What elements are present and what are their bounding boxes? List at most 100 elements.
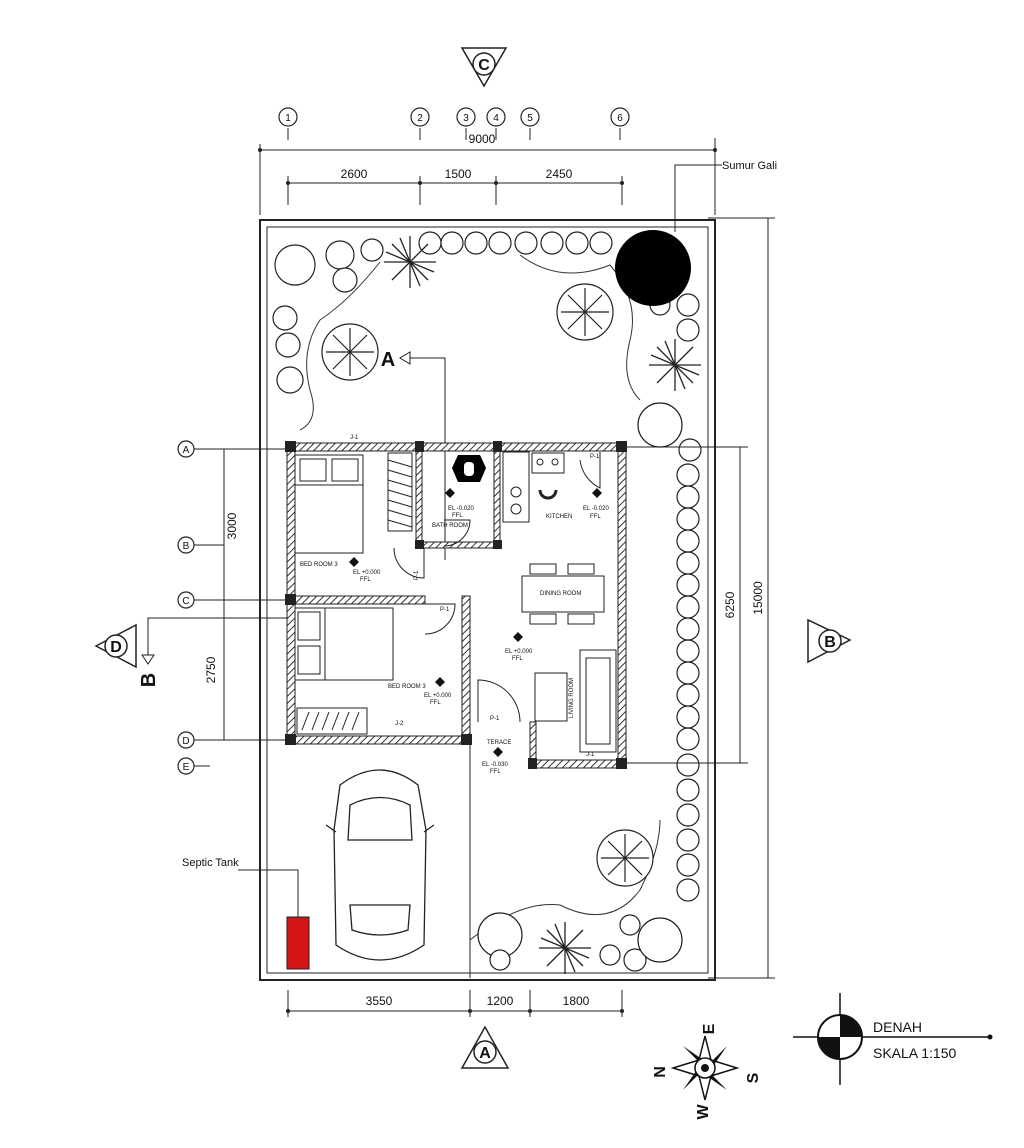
- svg-text:4: 4: [493, 113, 499, 124]
- room-bed2-name: BED ROOM 3: [388, 684, 426, 690]
- grid-bubble-4: 4: [486, 107, 506, 127]
- svg-text:D: D: [182, 736, 189, 747]
- dim-left-1: 3000: [225, 512, 239, 539]
- doors: [393, 452, 601, 723]
- dim-top-1: 2600: [341, 167, 368, 181]
- grid-bubble-e: E: [177, 757, 195, 775]
- room-bath-name: BATH ROOM: [432, 523, 468, 529]
- tag-p1-hall: P-1: [414, 570, 420, 580]
- room-center-level: EL +0.000: [505, 649, 533, 655]
- svg-text:A: A: [381, 349, 395, 371]
- compass-w: W: [695, 1104, 712, 1120]
- room-bed1-level: EL +0.000: [353, 570, 381, 576]
- tag-p1-kitchen: P-1: [590, 454, 600, 460]
- compass-s: S: [745, 1072, 762, 1083]
- well-leader: [674, 164, 722, 232]
- grid-bubbles-left: A B C D E: [177, 440, 195, 775]
- left-grid: [194, 448, 290, 767]
- tree-row-bottom: [477, 912, 683, 972]
- room-kitchen-level: EL -0.020: [583, 506, 609, 512]
- garden-paths: [299, 254, 661, 941]
- dim-left-2: 2750: [204, 656, 218, 683]
- room-labels: EL -0.020 FFL BATH ROOM KITCHEN EL -0.02…: [300, 506, 609, 775]
- dim-bottom-3: 1800: [563, 994, 590, 1008]
- grid-bubbles-top: 1 2 3 4 5 6: [278, 107, 630, 127]
- level-markers: [349, 488, 602, 757]
- room-terrace-level: EL -0.030: [482, 762, 508, 768]
- grid-bubble-5: 5: [520, 107, 540, 127]
- svg-text:1: 1: [285, 113, 291, 124]
- grid-bubble-3: 3: [456, 107, 476, 127]
- room-bed2-level: EL +0.000: [424, 693, 452, 699]
- dim-right-1: 6250: [723, 591, 737, 618]
- septic-tank-icon: [286, 916, 310, 970]
- tag-p1-terrace: P-1: [490, 716, 500, 722]
- sofa-icon: [534, 649, 617, 753]
- bed-1-icon: [294, 454, 364, 554]
- room-terrace-name: TERACE: [487, 740, 511, 746]
- section-cut-b: B: [138, 617, 290, 687]
- title-skala: SKALA 1:150: [873, 1045, 957, 1061]
- grid-bubble-c: C: [177, 591, 195, 609]
- dim-total-width: 9000: [469, 132, 496, 146]
- top-dimensions: [259, 128, 716, 215]
- tag-j1-top: J-1: [350, 435, 359, 441]
- room-terrace-ffl: FFL: [490, 769, 501, 775]
- dining-table-icon: [521, 563, 605, 625]
- svg-text:B: B: [138, 673, 160, 687]
- grid-bubble-b: B: [177, 536, 195, 554]
- room-kitchen-name: KITCHEN: [546, 514, 572, 520]
- svg-text:E: E: [183, 762, 190, 773]
- dim-bottom-2: 1200: [487, 994, 514, 1008]
- shade-tree-icon: [321, 283, 654, 887]
- note-septic-tank: Septic Tank: [182, 857, 239, 869]
- svg-text:B: B: [183, 541, 190, 552]
- tree-row-top: [272, 231, 702, 462]
- room-kitchen-ffl: FFL: [590, 514, 601, 520]
- section-marker-c: C: [460, 47, 508, 88]
- tag-j2: J-2: [395, 721, 404, 727]
- svg-text:3: 3: [463, 113, 469, 124]
- compass-icon: [670, 1035, 740, 1101]
- tree-row-right: [676, 463, 700, 902]
- room-bed1-ffl: FFL: [360, 577, 371, 583]
- svg-text:A: A: [479, 1045, 491, 1062]
- grid-bubble-d: D: [177, 731, 195, 749]
- svg-text:A: A: [183, 445, 190, 456]
- title-symbol-icon: [793, 993, 993, 1085]
- right-dimensions: [620, 217, 775, 979]
- room-living-name: LIVING ROOM: [569, 678, 575, 718]
- compass-e: E: [701, 1023, 718, 1034]
- svg-text:C: C: [182, 596, 189, 607]
- svg-text:D: D: [110, 639, 122, 656]
- room-dining-name: DINING ROOM: [540, 591, 581, 597]
- svg-text:6: 6: [617, 113, 623, 124]
- kitchen-counter-icon: [502, 451, 565, 523]
- dim-bottom-1: 3550: [366, 994, 393, 1008]
- grid-bubble-1: 1: [278, 107, 298, 127]
- toilet-icon: [452, 455, 486, 482]
- opening-tags: J-1 J-2 J-1 P-1 P-1 P-1 P-1: [350, 435, 600, 758]
- car-icon: [325, 769, 435, 961]
- grid-bubble-2: 2: [410, 107, 430, 127]
- dim-right-2: 15000: [751, 581, 765, 615]
- palm-tree-icon: [384, 236, 701, 974]
- room-center-ffl: FFL: [512, 656, 523, 662]
- section-marker-a: A: [460, 1025, 510, 1069]
- tag-j1-living: J-1: [586, 752, 595, 758]
- wardrobe-1-icon: [387, 452, 413, 532]
- room-bed1-name: BED ROOM 3: [300, 562, 338, 568]
- septic-leader: [238, 869, 299, 917]
- svg-text:5: 5: [527, 113, 533, 124]
- room-bath-level: EL -0.020: [448, 506, 474, 512]
- svg-text:C: C: [478, 57, 490, 74]
- svg-text:2: 2: [417, 113, 423, 124]
- dim-top-3: 2450: [546, 167, 573, 181]
- bed-2-icon: [294, 607, 394, 681]
- wardrobe-2-icon: [296, 707, 368, 735]
- section-marker-b: B: [807, 618, 852, 664]
- tag-p1-bed: P-1: [440, 607, 450, 613]
- note-sumur-gali: Sumur Gali: [722, 160, 777, 172]
- section-marker-d: D: [94, 623, 137, 669]
